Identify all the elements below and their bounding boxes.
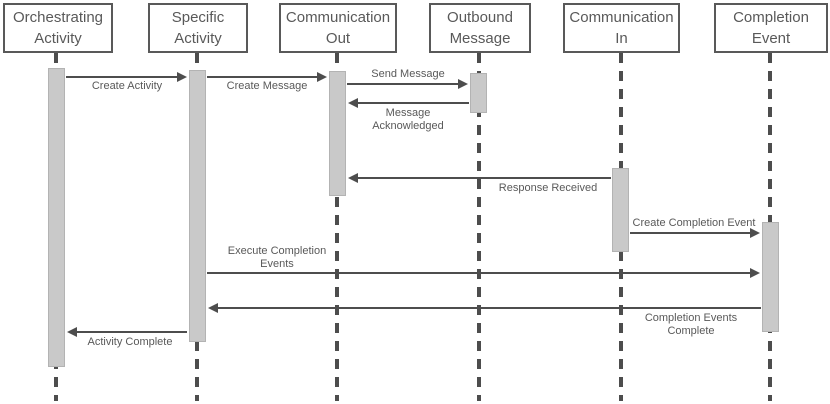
lifeline-label-line: In xyxy=(615,30,628,47)
lifeline-label-line: Out xyxy=(325,30,351,47)
activation-bar-orchestrating-activity xyxy=(48,68,65,367)
message-label-line: Message xyxy=(385,107,431,119)
message-label-create-activity: Create Activity xyxy=(92,80,162,93)
message-label-response-received: Response Received xyxy=(499,182,597,195)
message-label-send-message: Send Message xyxy=(371,68,444,81)
message-arrow-completion-events-complete xyxy=(216,307,761,309)
message-label-line: Create Completion Event xyxy=(632,217,756,229)
message-label-activity-complete: Activity Complete xyxy=(88,336,173,349)
message-label-line: Completion Events xyxy=(644,312,738,324)
lifeline-label-line: Communication xyxy=(569,9,674,26)
message-label-line: Send Message xyxy=(371,68,445,80)
arrowhead-execute-completion-events xyxy=(750,268,760,278)
lifeline-label-line: Event xyxy=(751,30,791,47)
arrowhead-send-message xyxy=(458,79,468,89)
message-label-line: Events xyxy=(260,258,294,270)
arrowhead-response-received xyxy=(348,173,358,183)
lifeline-label-line: Orchestrating xyxy=(12,9,104,26)
lifeline-label-line: Activity xyxy=(34,30,82,47)
message-label-line: Complete xyxy=(667,325,715,337)
activation-bar-communication-in xyxy=(612,168,629,252)
message-arrow-create-message xyxy=(207,76,319,78)
arrowhead-message-acknowledged xyxy=(348,98,358,108)
lifeline-outbound-message xyxy=(477,53,481,401)
lifeline-label-line: Completion xyxy=(733,9,809,26)
activation-bar-outbound-message xyxy=(470,73,487,113)
activation-bar-specific-activity xyxy=(189,70,206,342)
lifeline-label-line: Communication xyxy=(285,9,391,26)
message-label-line: Activity Complete xyxy=(87,336,173,348)
message-arrow-response-received xyxy=(356,177,611,179)
message-label-create-completion-event: Create Completion Event xyxy=(633,217,756,230)
message-label-line: Create Message xyxy=(226,80,308,92)
message-arrow-create-activity xyxy=(66,76,179,78)
message-arrow-execute-completion-events xyxy=(207,272,752,274)
message-arrow-message-acknowledged xyxy=(356,102,469,104)
lifeline-communication-out xyxy=(335,53,339,401)
activation-bar-completion-event xyxy=(762,222,779,332)
message-label-line: Acknowledged xyxy=(372,120,444,132)
activation-bar-communication-out xyxy=(329,71,346,196)
arrowhead-activity-complete xyxy=(67,327,77,337)
lifeline-label-line: Activity xyxy=(174,30,222,47)
message-arrow-activity-complete xyxy=(75,331,187,333)
arrowhead-create-completion-event xyxy=(750,228,760,238)
message-arrow-send-message xyxy=(347,83,460,85)
lifeline-label-line: Outbound xyxy=(447,9,513,26)
arrowhead-completion-events-complete xyxy=(208,303,218,313)
message-arrow-create-completion-event xyxy=(630,232,752,234)
lifeline-label-line: Message xyxy=(449,30,511,47)
message-label-line: Create Activity xyxy=(91,80,163,92)
message-label-line: Response Received xyxy=(498,182,598,194)
arrowhead-create-activity xyxy=(177,72,187,82)
lifeline-label-line: Specific xyxy=(171,9,225,26)
arrowhead-create-message xyxy=(317,72,327,82)
message-label-create-message: Create Message xyxy=(227,80,308,93)
message-label-line: Execute Completion xyxy=(227,245,327,257)
